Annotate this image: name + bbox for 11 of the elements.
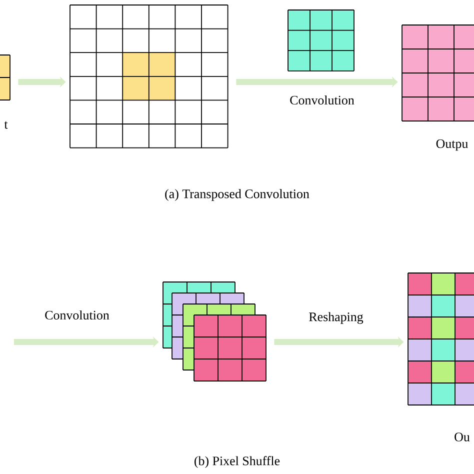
- grid-drawing: [70, 4, 228, 148]
- caption: (a) Transposed Convolution: [165, 189, 310, 201]
- edge-label: Convolution: [288, 94, 356, 106]
- caption: (b) Pixel Shuffle: [194, 456, 280, 468]
- edge-label: Convolution: [44, 309, 110, 321]
- edge-label: Reshaping: [308, 311, 364, 325]
- node-label: Outpu: [436, 139, 468, 151]
- node-label: t: [4, 121, 8, 129]
- grid-drawing: [162, 282, 266, 382]
- node-label: Ou: [454, 432, 470, 442]
- grid-drawing: [288, 10, 354, 72]
